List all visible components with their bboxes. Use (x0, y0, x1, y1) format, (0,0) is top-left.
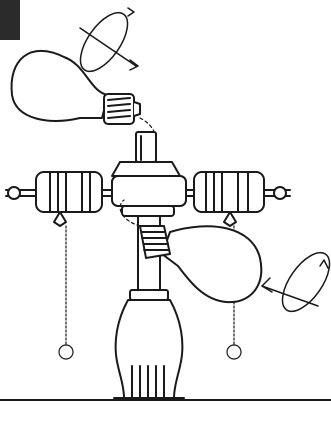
rotate-arrow-icon (79, 7, 139, 73)
lamp-base (113, 299, 185, 399)
center-hub (111, 131, 187, 217)
corner-tab (0, 0, 20, 40)
bulb-lower-right (139, 225, 263, 304)
rotate-arrow-icon (261, 251, 331, 313)
pull-chain-left (58, 225, 74, 360)
bulb-upper-left (10, 49, 141, 125)
right-socket (185, 171, 291, 227)
left-socket (5, 171, 113, 227)
